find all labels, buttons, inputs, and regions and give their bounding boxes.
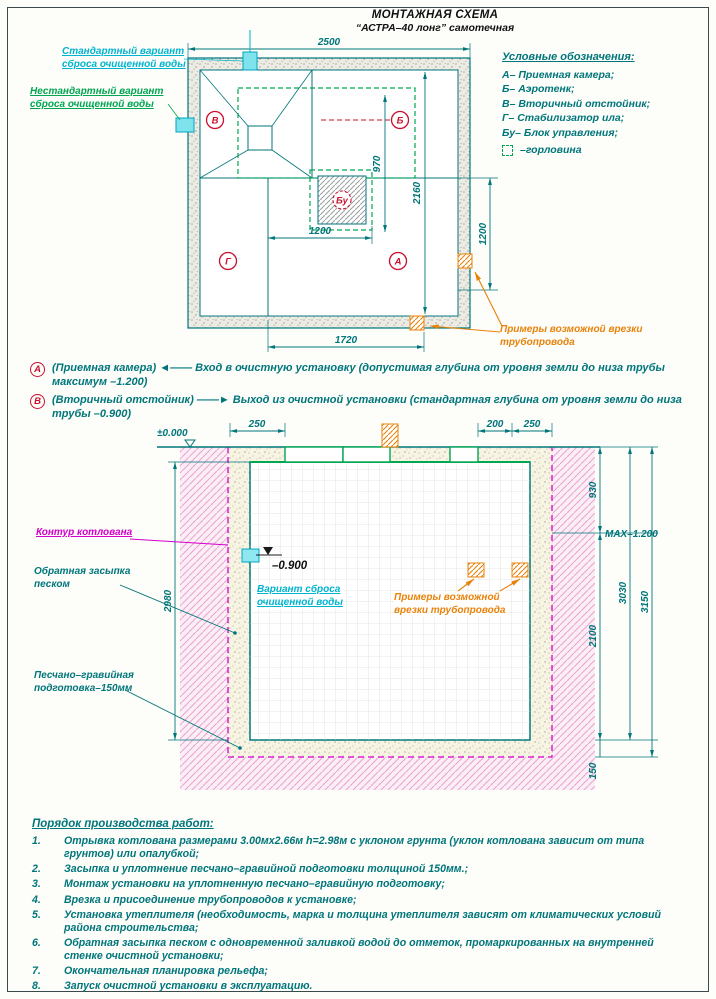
plan-compartment-marks: В Б Г А [205, 110, 410, 271]
item-number: 7. [32, 965, 41, 978]
label-pipe-cutin-examples-section: Примеры возможной врезки трубопровода [394, 592, 506, 617]
item-text: Отрывка котлована размерами 3.00мх2.66м … [64, 835, 645, 861]
legend-item-v: В– Вторичный отстойник; [502, 97, 651, 110]
mark-g: Г [225, 257, 232, 268]
item-text: Монтаж установки на уплотненную песчано–… [64, 878, 445, 891]
legend-item-a: А– Приемная камера; [502, 68, 615, 81]
label-standard-outlet: Стандартный вариант сброса очищенной вод… [62, 46, 186, 70]
work-order-item-5: 5. Установка утеплителя (необходимость, … [32, 909, 688, 935]
item-number: 1. [32, 835, 41, 847]
item-number: 3. [32, 878, 41, 891]
work-order-item-3: 3. Монтаж установки на уплотненную песча… [32, 878, 688, 891]
dim-970: 970 [372, 155, 383, 172]
zero-level-mark: ±0.000 [157, 428, 196, 448]
legend: Условные обозначения: А– Приемная камера… [502, 50, 702, 158]
dim-3030: 3030 [618, 581, 629, 604]
note-v-text: (Вторичный отстойник) ——► Выход из очист… [52, 393, 682, 420]
plan-pipe-cutins [409, 253, 503, 333]
item-text: Запуск очистной установки в эксплуатацию… [64, 980, 313, 993]
neck-3 [449, 446, 479, 463]
work-order-item-4: 4. Врезка и присоединение трубопроводов … [32, 894, 688, 907]
label-gravel-base: Песчано–гравийная подготовка–150мм [34, 670, 134, 694]
outlet-level-mark: –0.900 [241, 547, 308, 572]
label-leader-lines [119, 538, 242, 750]
note-v-mark: В [30, 393, 45, 409]
note-inlet: А (Приемная камера) ◄—— Вход в очистную … [30, 361, 692, 390]
legend-item-neck: –горловина [502, 143, 702, 158]
dim-2500: 2500 [317, 37, 341, 48]
plan-outlet-pipes [167, 30, 258, 133]
dim-250-left: 250 [248, 419, 266, 430]
dim-1200-right: 1200 [478, 222, 489, 245]
dim-3150: 3150 [640, 590, 651, 613]
item-text: Окончательная планировка рельефа; [64, 965, 268, 978]
legend-item-b: Б– Аэротенк; [502, 83, 575, 95]
note-a-mark: А [30, 362, 45, 377]
level-zero-text: ±0.000 [157, 428, 188, 439]
drawing-title: МОНТАЖНАЯ СХЕМА “АСТРА–40 лонг” самотечн… [270, 9, 600, 34]
legend-title: Условные обозначения: [502, 51, 635, 63]
legend-item-g: Г– Стабилизатор ила; [502, 112, 625, 124]
neck-label: –горловина [520, 144, 582, 156]
work-order-title: Порядок производства работ: [32, 818, 214, 830]
plan-dimensions: 2500 970 2160 1200 1200 1720 [187, 37, 498, 352]
dim-2980: 2980 [163, 589, 174, 613]
top-pipe-cutin [381, 423, 399, 448]
label-sand-backfill: Обратная засыпка песком [34, 566, 131, 590]
section-pipe-cutins [457, 562, 529, 592]
mark-v: В [212, 116, 219, 127]
neck-2 [342, 446, 391, 463]
title-line1: МОНТАЖНАЯ СХЕМА [371, 9, 499, 21]
title-line2: “АСТРА–40 лонг” самотечная [355, 22, 515, 34]
dim-1200-inner: 1200 [309, 226, 332, 237]
work-order-item-6: 6. Обратная засыпка песком с одновременн… [32, 937, 688, 963]
section-top-dimensions: 250 200 250 [229, 419, 553, 437]
pit-contour-line [227, 447, 553, 758]
item-number: 4. [32, 893, 41, 906]
item-text: Врезка и присоединение трубопроводов к у… [64, 893, 357, 906]
dim-930: 930 [588, 481, 599, 498]
item-number: 6. [32, 936, 41, 949]
section-left-dimension: 2980 [163, 461, 250, 741]
legend-item-bu: Бу– Блок управления; [502, 126, 619, 139]
mark-a: А [394, 257, 402, 268]
note-outlet: В (Вторичный отстойник) ——► Выход из очи… [30, 393, 692, 422]
work-order-item-1: 1. Отрывка котлована размерами 3.00мх2.6… [32, 835, 688, 861]
section-tank [249, 423, 531, 741]
label-pipe-cutin-examples-plan: Примеры возможной врезки трубопровода [500, 324, 643, 348]
section-right-dimensions: 930 2100 150 3030 3150 MAX–1.200 [552, 446, 658, 779]
item-number: 2. [32, 863, 41, 876]
soil-hatch [180, 447, 595, 790]
note-a-text: (Приемная камера) ◄—— Вход в очистную ус… [52, 362, 665, 389]
item-text: Засыпка и уплотнение песчано–гравийной п… [64, 863, 469, 876]
neck-1 [284, 446, 344, 463]
label-outlet-variant: Вариант сброса очищенной воды [257, 584, 343, 609]
max-depth-label: MAX–1.200 [605, 529, 658, 540]
section-view-drawing: 250 200 250 ±0.000 930 2100 150 3030 315… [119, 419, 658, 790]
installation-notes: А (Приемная камера) ◄—— Вход в очистную … [30, 361, 692, 424]
label-pit-contour: Контур котлована [36, 527, 133, 538]
mark-b: Б [397, 116, 404, 127]
plan-control-unit: Бу [317, 175, 367, 225]
mark-bu: Бу [336, 196, 349, 207]
plan-view-drawing: Бу В Б Г А 2500 970 2160 1200 [167, 30, 503, 352]
level-0900-text: –0.900 [272, 560, 308, 572]
dim-1720: 1720 [335, 335, 358, 346]
work-order: Порядок производства работ: 1. Отрывка к… [32, 818, 688, 995]
neck-symbol-icon [502, 144, 513, 156]
item-number: 5. [32, 908, 41, 921]
dim-150: 150 [588, 762, 599, 779]
work-order-item-2: 2. Засыпка и уплотнение песчано–гравийно… [32, 863, 688, 876]
dim-2160: 2160 [412, 181, 423, 205]
dim-250-right: 250 [523, 419, 541, 430]
work-order-item-7: 7. Окончательная планировка рельефа; [32, 965, 688, 978]
dim-200: 200 [486, 419, 504, 430]
item-text: Установка утеплителя (необходимость, мар… [64, 908, 661, 934]
item-number: 8. [32, 980, 41, 993]
label-nonstandard-outlet: Нестандартный вариант сброса очищенной в… [30, 86, 164, 110]
dim-2100: 2100 [588, 624, 599, 648]
work-order-item-8: 8. Запуск очистной установки в эксплуата… [32, 980, 688, 993]
item-text: Обратная засыпка песком с одновременной … [64, 936, 654, 962]
